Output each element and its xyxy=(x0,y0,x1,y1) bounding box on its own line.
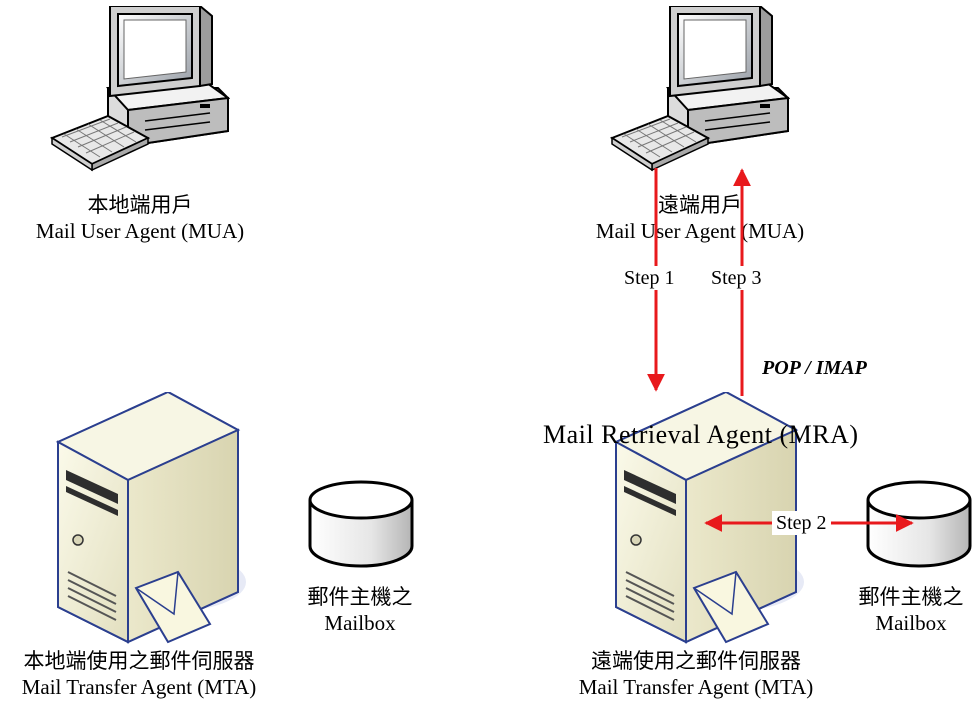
local-mailbox-title: 郵件主機之 xyxy=(307,585,413,609)
step2-label: Step 2 xyxy=(772,511,831,535)
remote-mailbox-subtitle: Mailbox xyxy=(875,611,947,635)
step1-label: Step 1 xyxy=(620,266,679,290)
local-mailbox-label: 郵件主機之 Mailbox xyxy=(290,584,430,636)
local-mta-title: 本地端使用之郵件伺服器 xyxy=(23,649,255,673)
mra-label: Mail Retrieval Agent (MRA) xyxy=(543,420,859,449)
local-mta-label: 本地端使用之郵件伺服器 Mail Transfer Agent (MTA) xyxy=(0,648,278,700)
remote-mua-label: 遠端用戶 Mail User Agent (MUA) xyxy=(560,192,840,244)
local-mua-title: 本地端用戶 xyxy=(87,193,193,217)
local-mua-label: 本地端用戶 Mail User Agent (MUA) xyxy=(0,192,280,244)
local-mta-subtitle: Mail Transfer Agent (MTA) xyxy=(21,675,257,699)
remote-mua-subtitle: Mail User Agent (MUA) xyxy=(595,219,805,243)
remote-mta-subtitle: Mail Transfer Agent (MTA) xyxy=(578,675,814,699)
remote-mailbox-title: 郵件主機之 xyxy=(858,585,964,609)
remote-mta-label: 遠端使用之郵件伺服器 Mail Transfer Agent (MTA) xyxy=(556,648,836,700)
step3-label: Step 3 xyxy=(707,266,766,290)
remote-mailbox-label: 郵件主機之 Mailbox xyxy=(846,584,976,636)
local-mua-subtitle: Mail User Agent (MUA) xyxy=(35,219,245,243)
protocol-label: POP / IMAP xyxy=(762,357,867,379)
remote-mta-title: 遠端使用之郵件伺服器 xyxy=(591,649,801,673)
remote-mua-title: 遠端用戶 xyxy=(658,193,742,217)
local-mailbox-subtitle: Mailbox xyxy=(324,611,396,635)
